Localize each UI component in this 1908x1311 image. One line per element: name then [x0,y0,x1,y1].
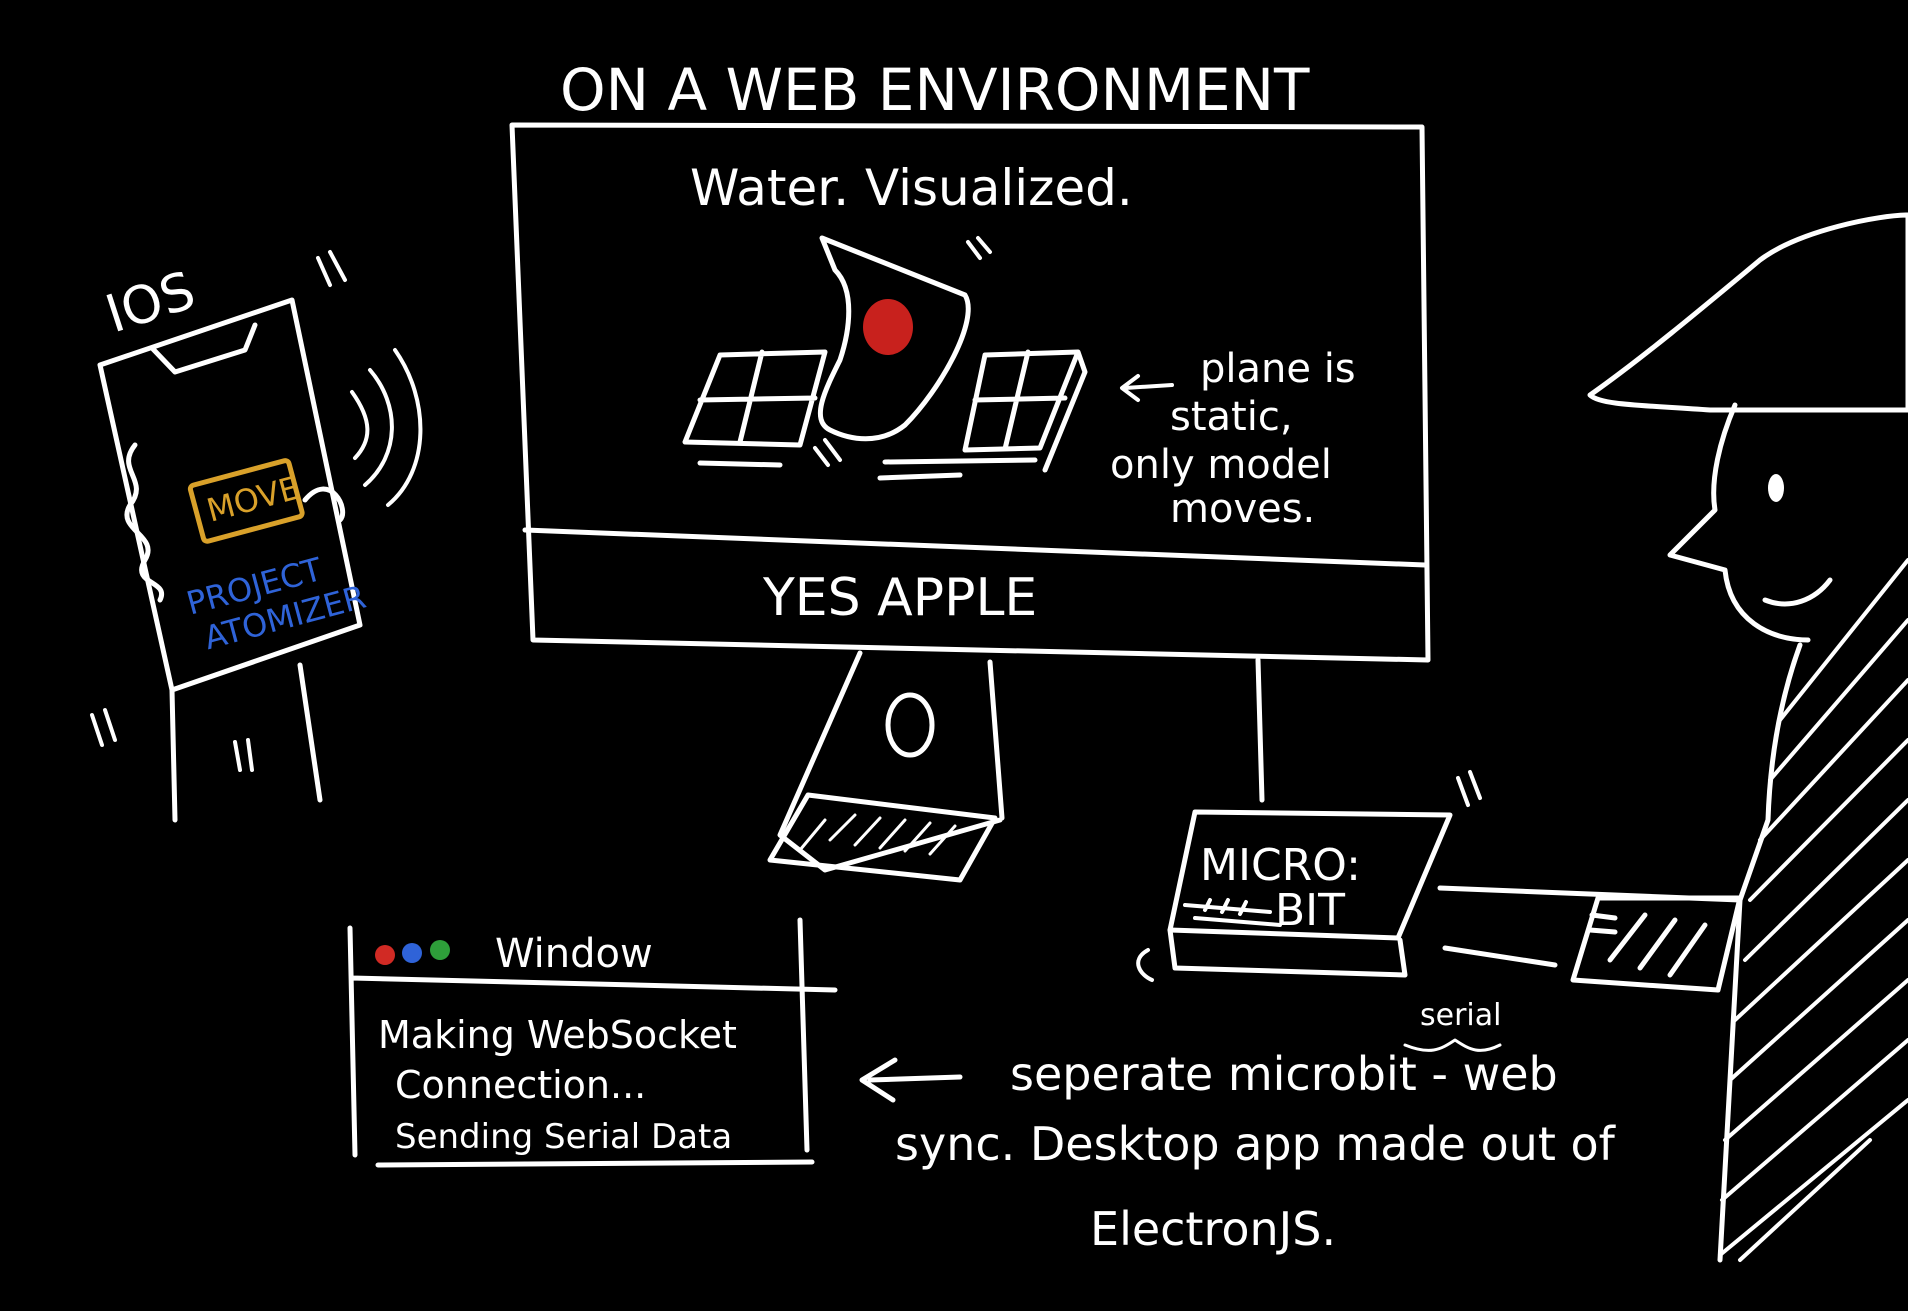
window-frame [347,917,838,1158]
face-outline [1667,402,1811,643]
model-motion-marks [966,236,992,260]
window-title: Window [495,931,653,977]
microbit-device: MICRO: BIT serial [1136,770,1743,1052]
plane-annotation: plane is static, only model moves. [1110,346,1368,532]
keyboard [767,792,998,883]
window-close-dot[interactable] [375,945,395,965]
body-hatching [1718,558,1908,1262]
phone-notch [149,322,258,375]
serial-brace [1403,1038,1502,1052]
usb-plug [1570,895,1743,993]
eye [1768,474,1784,502]
monitor-frame [509,122,1431,663]
monitor-cable [1255,657,1265,803]
microbit-edge-pins [1183,898,1282,927]
diagram-heading: ON A WEB ENVIRONMENT [560,56,1310,124]
note-text: seperate microbit - web sync. Desktop ap… [895,1047,1629,1256]
annotation-arrow [1120,374,1174,402]
usb-cable [1437,885,1743,968]
window-minimize-dot[interactable] [402,943,422,963]
microbit-label-line: MICRO: [1200,840,1361,891]
hat [1587,212,1908,413]
serial-label: serial [1420,998,1501,1033]
smile [1762,577,1833,607]
window-log-line: Connection... [395,1063,646,1107]
microbit-base [1167,927,1408,978]
person-figure [1587,212,1908,1263]
note-arrow [859,1057,963,1103]
phone-hand [124,442,323,823]
water-model-core [863,299,913,355]
phone-thumb [302,486,346,523]
move-badge [187,458,305,544]
annotation-line: plane is [1200,346,1356,392]
screen-title: Water. Visualized. [690,159,1133,217]
note-line: sync. Desktop app made out of [895,1117,1617,1171]
water-model-outline [818,235,971,442]
phone-vibration-marks [90,250,423,772]
monitor-screen-divider [522,527,1428,568]
microbit-label-line: BIT [1275,885,1345,936]
monitor-chin-label: YES APPLE [762,568,1037,628]
iphone: IOS MOVE PROJECT ATOMIZER [90,250,423,823]
window-maximize-dot[interactable] [430,940,450,960]
plane-base-lines [697,457,1038,481]
monitor-stand [777,650,1005,873]
ios-label: IOS [99,261,202,346]
annotation-line: static, [1170,394,1293,440]
annotation-line: moves. [1170,486,1315,532]
app-name: PROJECT ATOMIZER [183,541,370,659]
window-log-line: Making WebSocket [378,1013,737,1057]
annotation-line: only model [1110,442,1332,488]
desktop-monitor: Water. Visualized. YES APPLE [509,122,1431,883]
plane-right-panel [962,349,1088,473]
microbit-vibration-marks [1136,770,1482,982]
note-line: seperate microbit - web [1010,1047,1558,1101]
window-bottom-line [375,1159,815,1168]
electron-note: seperate microbit - web sync. Desktop ap… [859,1047,1629,1256]
window-log-line: Sending Serial Data [395,1117,732,1157]
keyboard-keys [798,813,957,856]
microbit-label: MICRO: BIT [1200,840,1375,936]
window-log: Making WebSocket Connection... Sending S… [378,1013,749,1157]
body-outline [1717,642,1803,1263]
apple-logo-icon [885,692,935,758]
water-model-scene: plane is static, only model moves. [682,235,1368,532]
electron-window: Window Making WebSocket Connection... Se… [347,917,838,1168]
note-line: ElectronJS. [1090,1202,1336,1256]
plane-left-panel [682,349,828,448]
model-motion-lines [813,438,842,467]
microbit-body [1167,809,1453,941]
